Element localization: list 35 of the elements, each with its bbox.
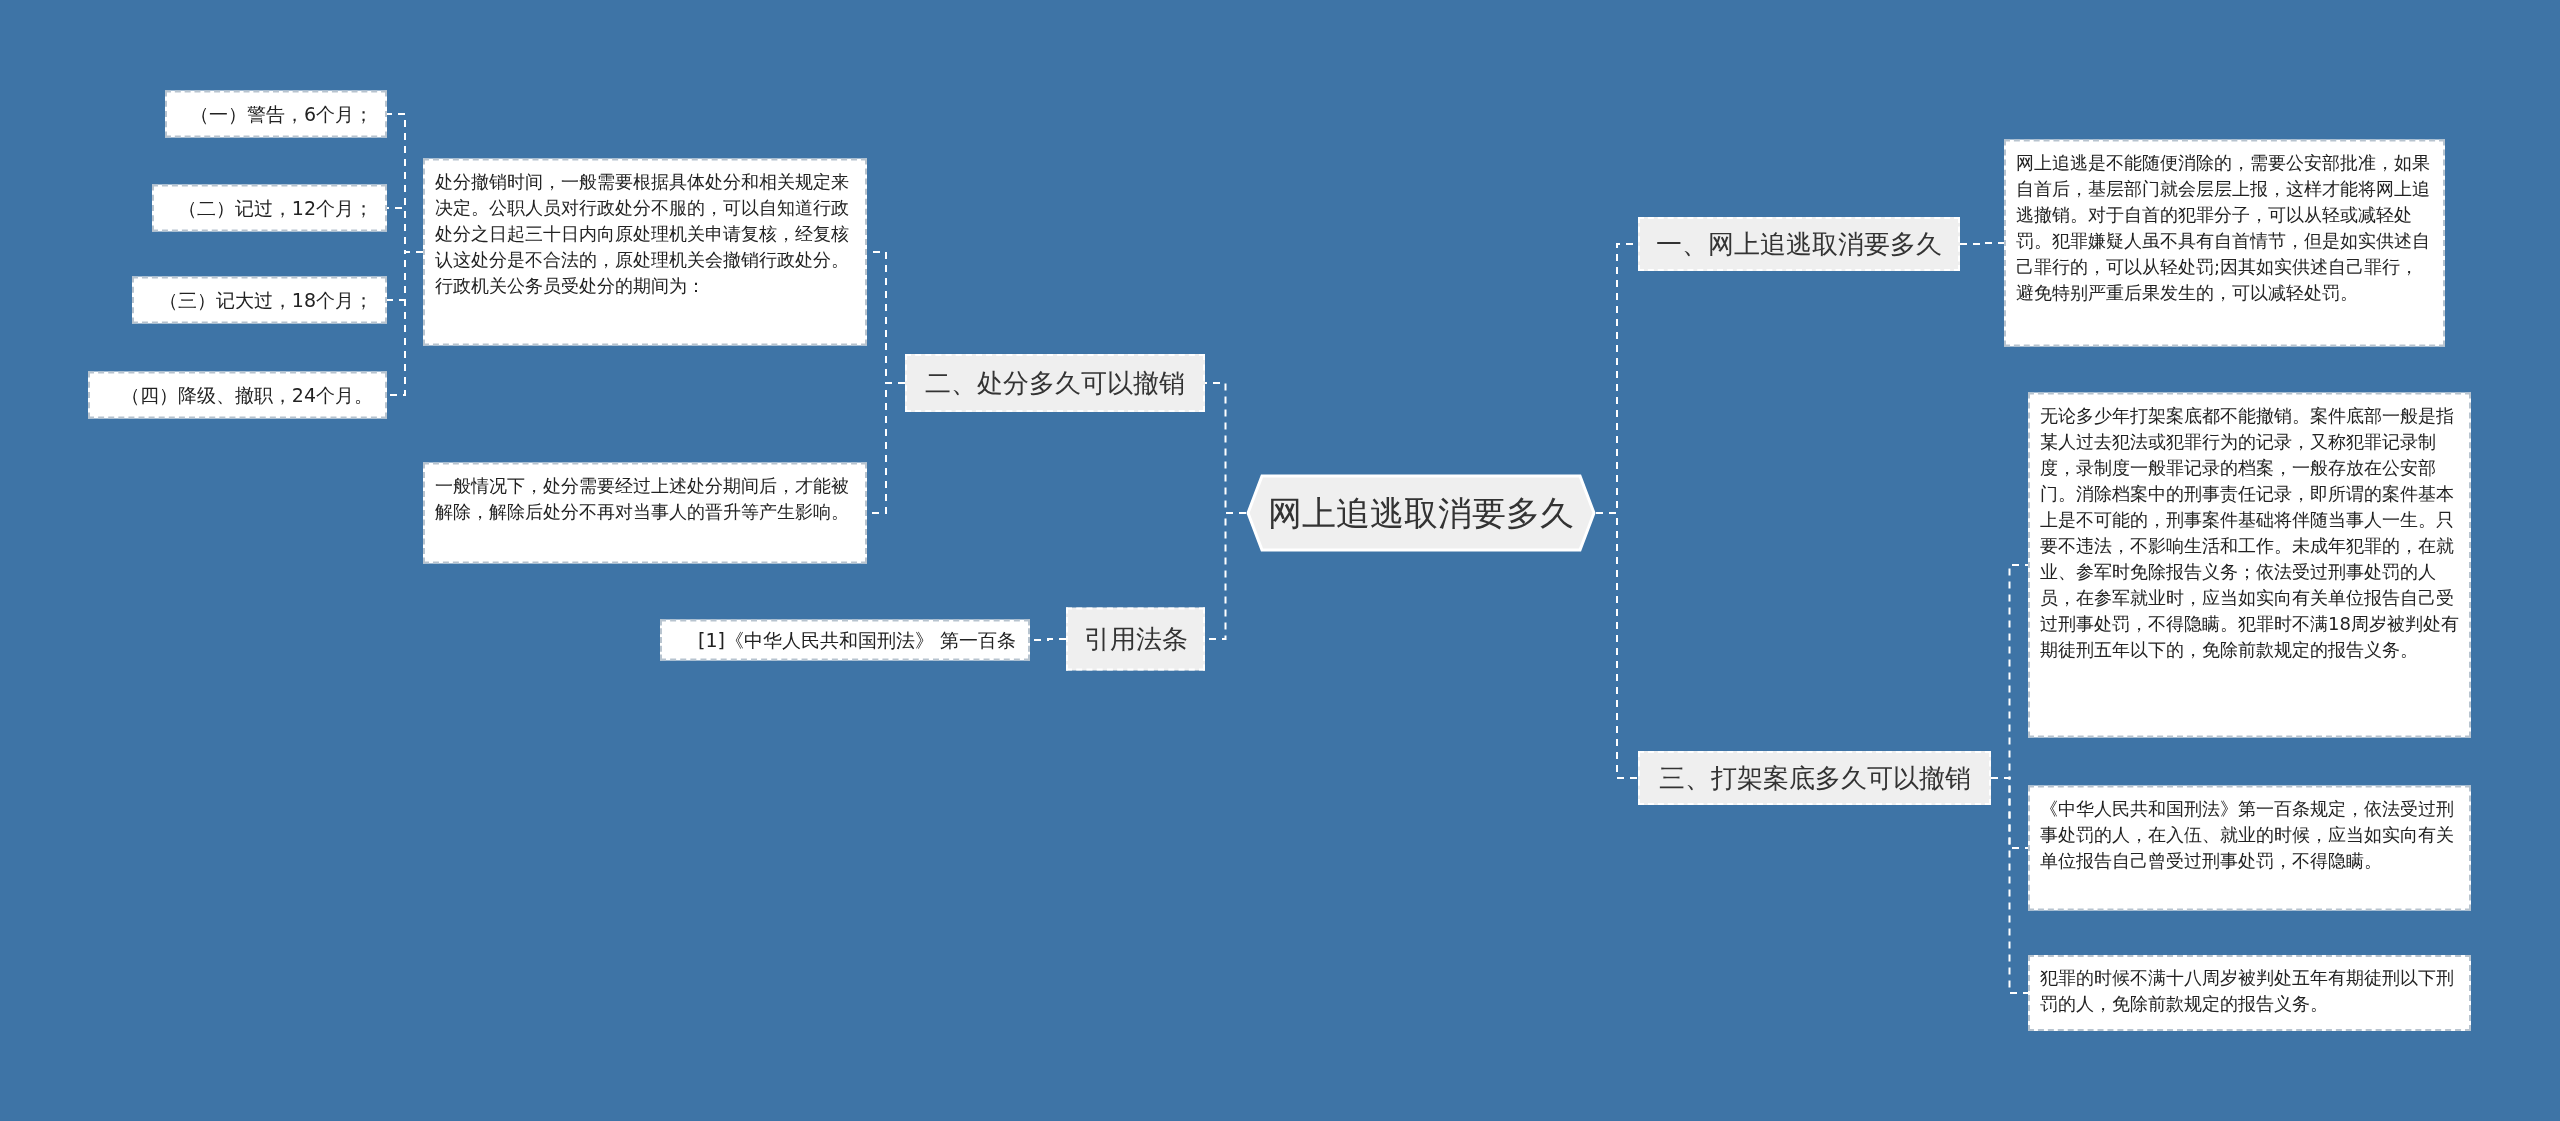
text-card [423, 462, 867, 564]
branch-title: 二、处分多久可以撤销 [924, 366, 1186, 400]
central-topic [1246, 474, 1596, 552]
card-text: （二）记过，12个月； [176, 195, 373, 221]
text-card [165, 90, 387, 138]
card-text: 犯罪的时候不满十八周岁被判处五年有期徒刑以下刑罚的人，免除前款规定的报告义务。 [2040, 966, 2455, 1016]
card-text: （四）降级、撤职，24个月。 [119, 382, 373, 408]
card-text: 网上追逃是不能随便消除的，需要公安部批准，如果自首后，基层部门就会层层上报，这样才能将网上追逃撤销。对于自首的犯罪分子，可以从轻或减轻处罚。犯罪嫌疑人虽不具有自首情节，但是如实供述自己罪行的，可以从轻处罚;因其如实供述自己罪行，避免特别严重后果发生的，可以减轻处罚。 [2016, 150, 2431, 305]
branch-title: 引用法条 [1082, 622, 1189, 656]
topic-title: 网上追逃取消要多久 [1268, 491, 1574, 535]
card-text: 《中华人民共和国刑法》第一百条规定，依法受过刑事处罚的人，在入伍、就业的时候，应当如实向有关单位报告自己曾受过刑事处罚，不得隐瞒。 [2040, 796, 2455, 873]
text-card [88, 371, 387, 419]
branch-title: 一、网上追逃取消要多久 [1655, 227, 1943, 261]
text-card [423, 158, 867, 346]
text-card [2028, 955, 2471, 1031]
text-card [152, 184, 387, 232]
branch-title: 三、打架案底多久可以撤销 [1657, 761, 1972, 795]
card-text: 无论多少年打架案底都不能撤销。案件底部一般是指某人过去犯法或犯罪行为的记录，又称犯罪记录制度，录制度一般罪记录的档案，一般存放在公安部门。消除档案中的刑事责任记录，即所谓的案件基本上是不可能的，刑事案件基础将伴随当事人一生。只要不违法，不影响生活和工作。未成年犯罪的，在就业、参军时免除报告义务；依法受过刑事处罚的人员，在参军就业时，应当如实向有关单位报告自己受过刑事处罚，不得隐瞒。犯罪时不满18周岁被判处有期徒刑五年以下的，免除前款规定的报告义务。 [2040, 403, 2459, 662]
branch-topic-box [1638, 217, 1960, 271]
connector-line [1959, 242, 2005, 245]
card-text: （一）警告，6个月； [188, 101, 373, 127]
text-card [132, 276, 387, 324]
connector-line [1595, 512, 1639, 779]
text-card [2028, 785, 2471, 911]
text-card [2004, 139, 2445, 347]
card-text: 一般情况下，处分需要经过上述处分期间后，才能被解除，解除后处分不再对当事人的晋升等产生影响。 [435, 473, 850, 524]
branch-topic-box [905, 354, 1205, 412]
text-card [2028, 392, 2471, 738]
card-text: [1]《中华人民共和国刑法》 第一百条 [697, 627, 1016, 653]
connector-line [1990, 777, 2029, 994]
card-text: 处分撤销时间，一般需要根据具体处分和相关规定来决定。公职人员对行政处分不服的，可以自知道行政处分之日起三十日内向原处理机关申请复核，经复核认这处分是不合法的，原处理机关会撤销行政处分。行政机关公务员受处分的期间为： [435, 169, 850, 298]
branch-topic-box [1066, 607, 1205, 671]
card-text: （三）记大过，18个月； [157, 287, 373, 313]
branch-topic-box [1638, 751, 1991, 805]
text-card [660, 619, 1030, 661]
